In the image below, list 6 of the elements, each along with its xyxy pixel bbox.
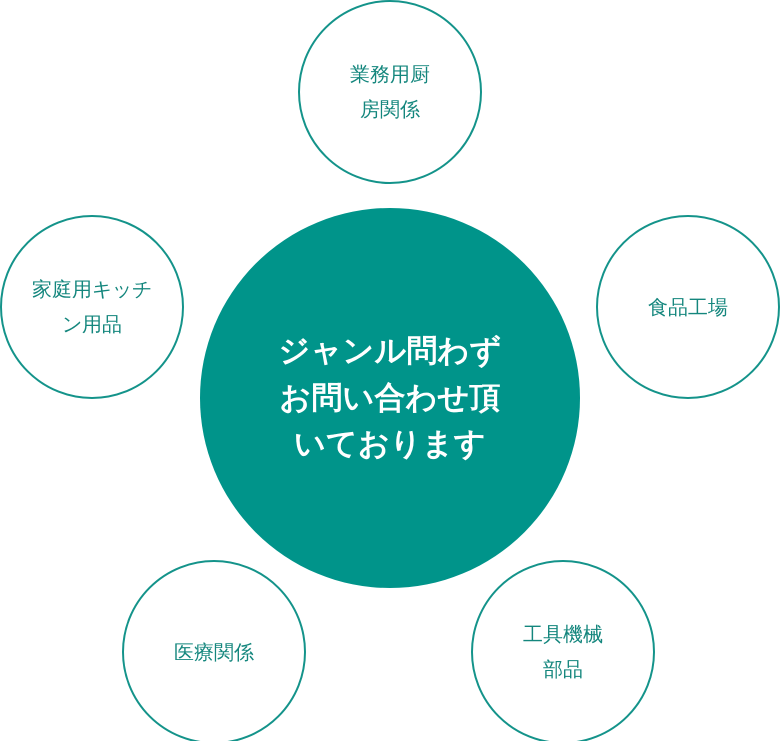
category-label: 家庭用キッチン用品 bbox=[31, 276, 153, 338]
category-label: 工具機械部品 bbox=[522, 621, 604, 683]
category-label: 医療関係 bbox=[173, 638, 255, 666]
category-label: 業務用厨房関係 bbox=[349, 61, 431, 123]
category-label: 食品工場 bbox=[647, 294, 729, 320]
center-text: ジャンル問わずお問い合わせ頂いております bbox=[278, 332, 502, 464]
